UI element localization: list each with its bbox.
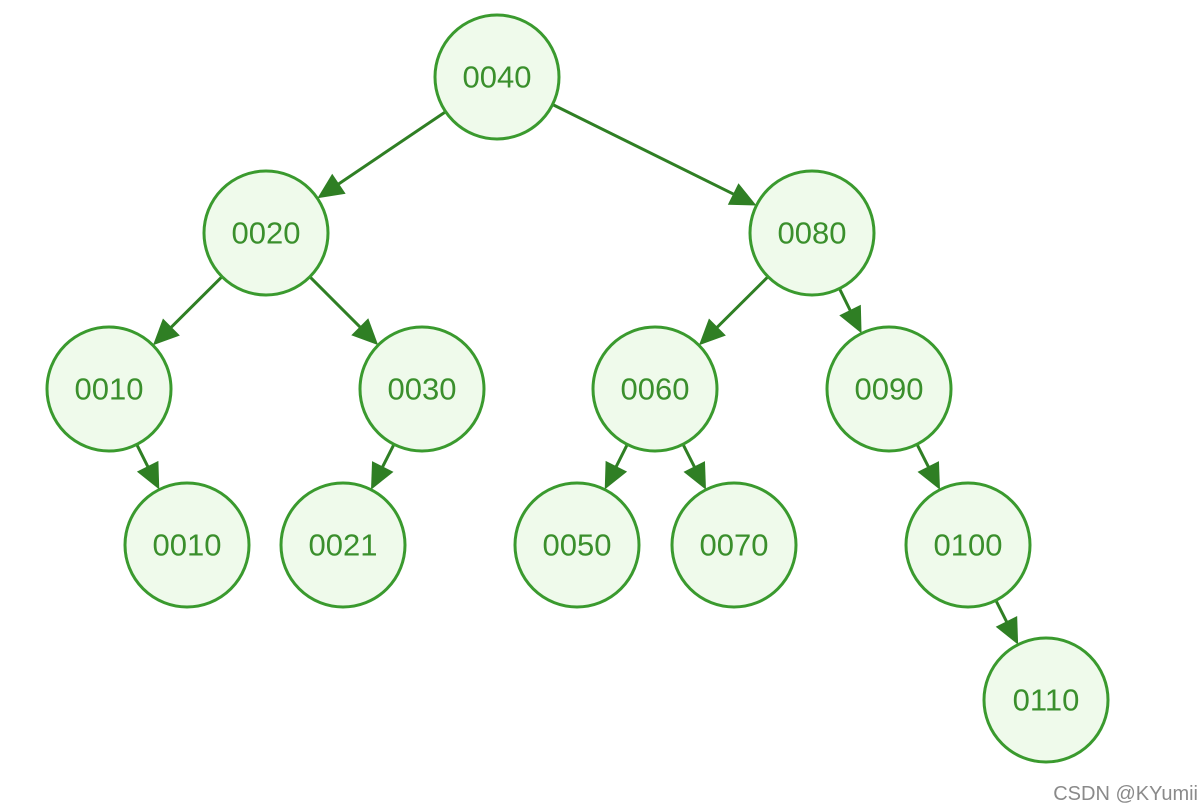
node-label: 0040 [463,60,532,95]
edge-line [380,443,396,469]
arrowhead-icon [995,615,1019,645]
arrowhead-icon [727,183,757,206]
node-label: 0030 [388,372,457,407]
arrowhead-icon [136,460,160,490]
tree-node: 0020 [202,169,330,297]
arrowhead-icon [839,304,862,334]
edges-layer [135,103,1019,645]
tree-node: 0100 [904,481,1032,609]
arrowhead-icon [917,461,940,490]
edge-line [551,103,736,197]
edge-n0100-n0110 [994,599,1019,645]
arrowhead-icon [698,318,726,346]
node-circle [45,325,173,453]
edge-n0020-n0010a [152,275,224,346]
node-circle [670,481,798,609]
edge-n0020-n0030 [308,275,379,346]
node-label: 0010 [75,372,144,407]
node-label: 0100 [934,528,1003,563]
arrowhead-icon [371,461,394,490]
node-circle [591,325,719,453]
tree-node: 0090 [825,325,953,453]
tree-node: 0060 [591,325,719,453]
arrowhead-icon [351,318,379,346]
edge-line [915,443,931,469]
watermark-text: CSDN @KYumii [1053,783,1198,805]
node-label: 0021 [309,528,378,563]
edge-line [308,275,363,330]
node-label: 0110 [1013,683,1080,718]
edge-line [336,110,447,187]
edge-n0010a-n0010b [135,443,160,490]
tree-node: 0010 [123,481,251,609]
edge-n0080-n0060 [698,275,770,346]
node-label: 0070 [700,528,769,563]
node-circle [825,325,953,453]
node-circle [279,481,407,609]
tree-node: 0021 [279,481,407,609]
arrowhead-icon [317,173,346,199]
node-label: 0050 [543,528,612,563]
node-circle [202,169,330,297]
edge-line [135,443,150,469]
tree-node: 0080 [748,169,876,297]
node-circle [748,169,876,297]
edge-n0060-n0070 [681,443,706,490]
node-label: 0020 [232,216,301,251]
edge-line [168,275,224,330]
node-label: 0090 [855,372,924,407]
edge-n0080-n0090 [838,287,862,334]
tree-node: 0040 [433,13,561,141]
node-label: 0010 [153,528,222,563]
tree-node: 0030 [358,325,486,453]
nodes-layer: 0040 0020 0080 0010 0030 0060 0090 0010 0021 0050… [45,13,1110,764]
edge-n0090-n0100 [915,443,940,490]
edge-n0030-n0021 [371,443,396,490]
node-label: 0060 [621,372,690,407]
node-circle [904,481,1032,609]
node-circle [433,13,561,141]
edge-n0060-n0050 [604,443,629,490]
node-circle [123,481,251,609]
edge-line [614,443,629,469]
edge-line [714,275,770,330]
node-circle [358,325,486,453]
node-circle [982,636,1110,764]
edge-line [838,287,853,313]
arrowhead-icon [604,460,628,490]
edge-n0040-n0080 [551,103,757,206]
edge-n0040-n0020 [317,110,447,199]
tree-node: 0110 [982,636,1110,764]
tree-node: 0010 [45,325,173,453]
tree-node: 0070 [670,481,798,609]
node-circle [513,481,641,609]
arrowhead-icon [152,318,180,346]
arrowhead-icon [683,461,706,490]
edge-line [994,599,1009,624]
node-label: 0080 [778,216,847,251]
tree-node: 0050 [513,481,641,609]
edge-line [681,443,697,469]
